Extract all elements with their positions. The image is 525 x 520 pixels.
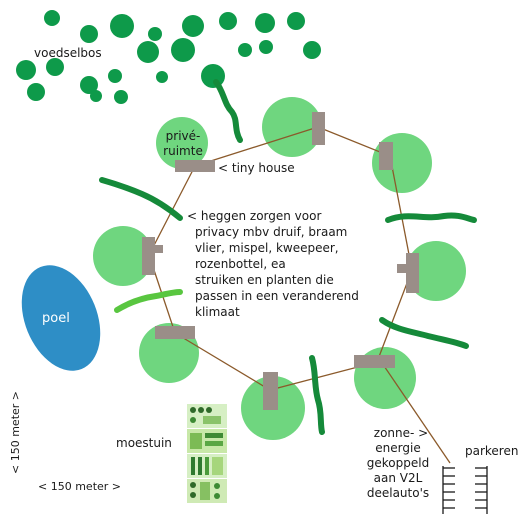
garden-circle xyxy=(262,97,322,157)
food-forest-tree xyxy=(80,25,98,43)
tiny-house xyxy=(379,142,393,170)
energy-label-line: energie xyxy=(375,441,421,455)
energy-label-line: aan V2L xyxy=(373,471,423,485)
food-forest-tree xyxy=(80,76,98,94)
hedge xyxy=(99,177,183,221)
hedge xyxy=(385,212,477,223)
food-forest-tree xyxy=(201,64,225,88)
hedges-label-line: privacy mbv druif, braam xyxy=(195,225,348,239)
food-forest-tree xyxy=(46,58,64,76)
food-forest-tree xyxy=(156,71,168,83)
hedges-label-line: vlier, mispel, kweepeer, xyxy=(195,241,339,255)
food-forest-tree xyxy=(259,40,273,54)
tiny-house xyxy=(312,112,325,145)
hedges-label-line: < heggen zorgen voor xyxy=(187,209,322,223)
parking-lot xyxy=(442,466,488,514)
food-forest-tree xyxy=(137,41,159,63)
tiny-house xyxy=(406,253,419,293)
parking-label: parkeren xyxy=(465,444,519,458)
pond-label: poel xyxy=(42,311,70,326)
food-forest-tree xyxy=(171,38,195,62)
food-forest xyxy=(16,10,321,104)
vegetable-garden-label: moestuin xyxy=(116,436,172,450)
private-space-label-line: privé- xyxy=(165,129,201,143)
hedge xyxy=(379,317,469,349)
tiny-houses xyxy=(142,112,419,410)
hedges xyxy=(99,79,477,435)
private-space-label-line: ruimte xyxy=(163,144,203,158)
food-forest-tree xyxy=(255,13,275,33)
hedges-label-line: klimaat xyxy=(195,305,240,319)
hedge xyxy=(114,289,183,313)
food-forest-tree xyxy=(16,60,36,80)
food-forest-tree xyxy=(303,41,321,59)
food-forest-label: voedselbos xyxy=(34,46,102,60)
tiny-house-label: < tiny house xyxy=(218,161,295,175)
hedge xyxy=(309,355,325,435)
tiny-house-annex xyxy=(397,264,406,273)
vegetable-garden xyxy=(187,404,227,503)
food-forest-tree xyxy=(108,69,122,83)
hedges-label-line: struiken en planten die xyxy=(195,273,334,287)
food-forest-tree xyxy=(44,10,60,26)
food-forest-tree xyxy=(287,12,305,30)
tiny-house-annex xyxy=(155,245,163,253)
hedges-label-line: rozenbottel, ea xyxy=(195,257,286,271)
tiny-house xyxy=(175,160,215,172)
tiny-house xyxy=(142,237,155,275)
energy-label-line: zonne- > xyxy=(373,426,429,440)
energy-label-line: deelauto's xyxy=(366,486,430,500)
height-scale-label: < 150 meter > xyxy=(9,390,22,474)
tiny-house xyxy=(263,372,278,410)
food-forest-tree xyxy=(182,15,204,37)
food-forest-tree xyxy=(27,83,45,101)
food-forest-tree xyxy=(148,27,162,41)
path-to-parking xyxy=(379,359,451,464)
food-forest-tree xyxy=(114,90,128,104)
pond xyxy=(21,265,101,371)
tiny-house xyxy=(354,355,395,368)
hedge xyxy=(213,79,243,143)
food-forest-tree xyxy=(90,90,102,102)
tiny-house xyxy=(155,326,195,339)
garden-circle xyxy=(93,226,153,286)
hedges-label: < heggen zorgen voor privacy mbv druif, … xyxy=(187,208,359,320)
width-scale-label: < 150 meter > xyxy=(38,480,122,493)
hedges-label-line: passen in een veranderend xyxy=(195,289,359,303)
energy-label-line: gekoppeld xyxy=(366,456,430,470)
food-forest-tree xyxy=(219,12,237,30)
food-forest-tree xyxy=(110,14,134,38)
private-space-label: privé- ruimte xyxy=(159,129,207,159)
energy-label: zonne- > energie gekoppeld aan V2L deela… xyxy=(362,426,434,501)
garden-circle xyxy=(156,117,208,169)
food-forest-tree xyxy=(238,43,252,57)
garden-circle xyxy=(406,241,466,301)
